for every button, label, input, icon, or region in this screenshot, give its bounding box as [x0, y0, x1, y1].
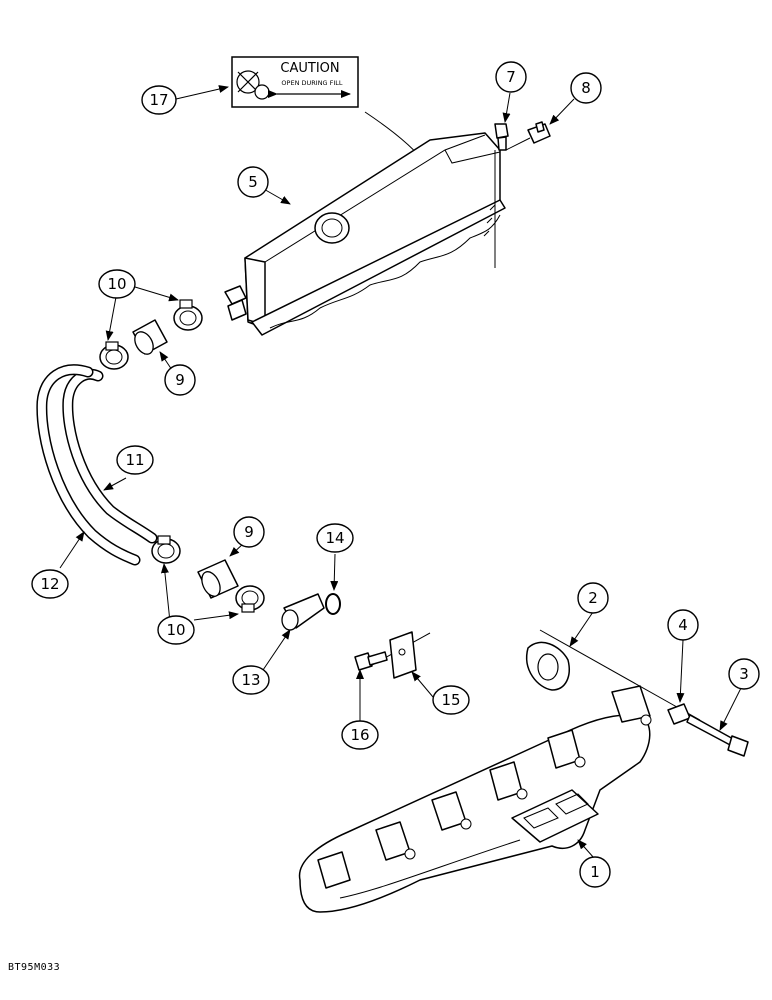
hose-clamp-lower	[151, 535, 181, 564]
figure-code: BT95M033	[8, 962, 61, 973]
svg-text:11: 11	[125, 451, 144, 469]
svg-text:13: 13	[241, 671, 260, 689]
exhaust-manifold-part-1	[298, 685, 652, 913]
hose-part-9-upper	[132, 319, 168, 355]
callout-16: 16	[341, 720, 379, 750]
callout-17: 17	[141, 85, 177, 115]
callout-2: 2	[577, 582, 609, 614]
svg-text:10: 10	[166, 621, 185, 639]
callout-8: 8	[570, 72, 602, 104]
fitting-part-8	[527, 121, 551, 144]
svg-text:7: 7	[506, 68, 516, 86]
svg-text:9: 9	[175, 371, 185, 389]
callout-14: 14	[316, 523, 354, 553]
tube-part-11	[62, 368, 158, 544]
caution-subtext: OPEN DURING FILL	[281, 79, 343, 87]
callout-10-lower: 10	[157, 615, 195, 645]
callout-9-upper: 9	[164, 364, 196, 396]
callout-7: 7	[495, 61, 527, 93]
svg-text:12: 12	[40, 575, 59, 593]
bolt-part-7	[494, 123, 509, 151]
hose-part-9-lower	[197, 559, 239, 599]
gasket-part-2	[525, 641, 570, 691]
callout-4: 4	[667, 609, 699, 641]
o-ring-part-14	[325, 593, 341, 615]
assembly-line	[505, 137, 531, 151]
bolt-part-16	[354, 651, 388, 671]
tube-part-12	[36, 364, 141, 566]
caution-heading: CAUTION	[280, 61, 339, 76]
elbow-fitting-part-13	[281, 593, 325, 631]
bracket-part-15	[389, 631, 417, 679]
callout-9-lower: 9	[233, 516, 265, 548]
hose-clamp-lower-2	[235, 585, 265, 613]
callout-3: 3	[728, 658, 760, 690]
callout-5: 5	[237, 166, 269, 198]
leader-arrows	[59, 85, 742, 859]
caution-decal: CAUTION OPEN DURING FILL	[231, 56, 359, 108]
svg-text:10: 10	[107, 275, 126, 293]
hose-clamp-upper	[173, 299, 203, 331]
svg-text:9: 9	[244, 523, 254, 541]
svg-text:14: 14	[325, 529, 344, 547]
assembly-line	[539, 629, 701, 721]
svg-text:8: 8	[581, 79, 591, 97]
callout-11: 11	[116, 445, 154, 475]
svg-text:16: 16	[350, 726, 369, 744]
svg-text:3: 3	[739, 665, 749, 683]
bolt-part-3	[686, 714, 749, 757]
callout-15: 15	[432, 685, 470, 715]
callout-10-upper: 10	[98, 269, 136, 299]
hose-clamp-upper-2	[99, 341, 129, 370]
tank-cap-icon	[236, 70, 270, 100]
svg-text:2: 2	[588, 589, 598, 607]
svg-text:5: 5	[248, 173, 258, 191]
svg-text:1: 1	[590, 863, 600, 881]
svg-text:15: 15	[441, 691, 460, 709]
callout-13: 13	[232, 665, 270, 695]
callout-12: 12	[31, 569, 69, 599]
coolant-tank	[224, 132, 506, 336]
svg-text:17: 17	[149, 91, 168, 109]
svg-text:4: 4	[678, 616, 688, 634]
callout-1: 1	[579, 856, 611, 888]
